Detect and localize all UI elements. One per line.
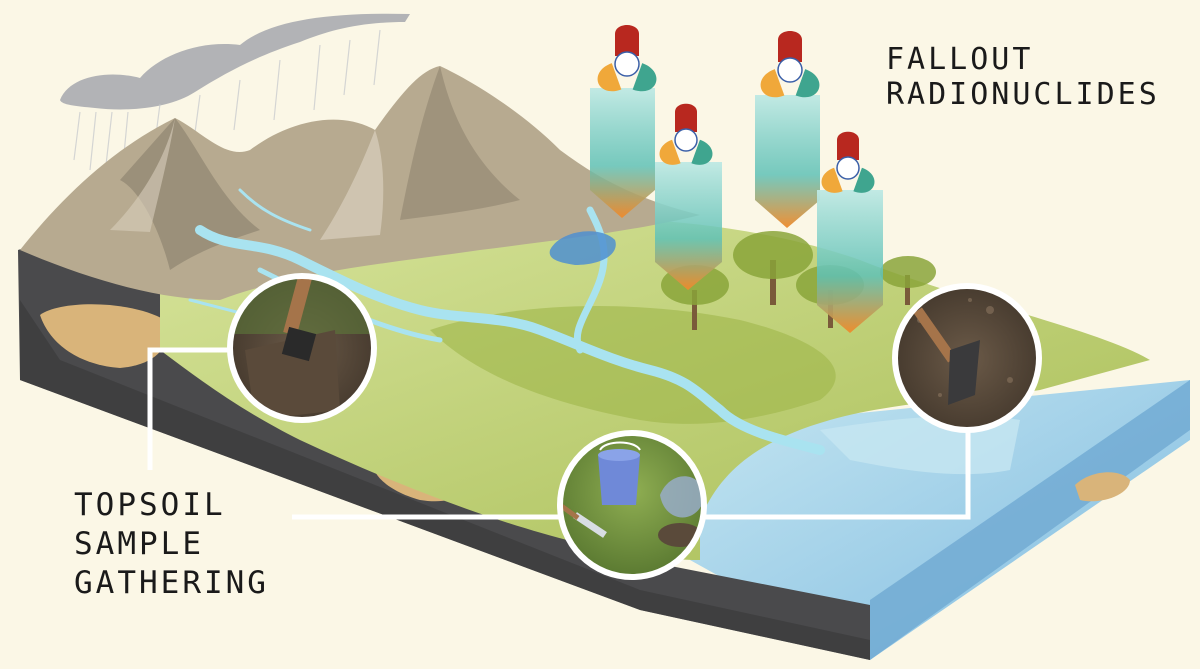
radionuclide-particle-icon (597, 25, 657, 92)
radionuclide-particle-icon (659, 103, 713, 165)
mountain-range (20, 66, 700, 300)
sample-photo-icon (892, 283, 1042, 433)
topsoil-sample-gathering-label: TOPSOIL SAMPLE GATHERING (74, 486, 269, 602)
topsoil-label-line-3: GATHERING (74, 564, 269, 601)
fallout-radionuclides-label: FALLOUT RADIONUCLIDES (886, 42, 1160, 113)
fallout-arrows (590, 88, 883, 333)
fallout-arrow (817, 190, 883, 333)
radionuclide-particle-icon (760, 31, 820, 98)
fallout-label-line-1: FALLOUT (886, 42, 1034, 77)
sample-photo-icon (557, 430, 707, 580)
topsoil-label-line-1: TOPSOIL (74, 487, 226, 523)
fallout-arrow (755, 95, 820, 228)
tree-icon (880, 256, 936, 305)
sediment-pocket-right (1075, 472, 1130, 502)
sediment-pocket-left (40, 304, 168, 368)
fallout-arrow (655, 162, 722, 290)
radionuclide-particle-icon (821, 131, 875, 193)
connector-right (704, 430, 971, 520)
lake (549, 231, 616, 265)
bedrock-shadow (20, 300, 870, 660)
sea-edge (870, 380, 1190, 660)
topsoil-label-line-2: SAMPLE (74, 525, 204, 562)
tree-icon (733, 231, 813, 305)
fallout-arrow (590, 88, 655, 218)
connector-lines (147, 347, 971, 520)
connector-left (147, 347, 232, 470)
fallout-label-line-2: RADIONUCLIDES (886, 77, 1160, 113)
